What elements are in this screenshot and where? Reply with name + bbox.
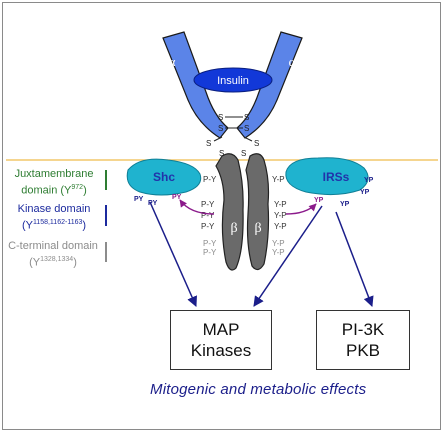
- disulfide-s: S: [219, 149, 224, 158]
- pi3k-pkb-box: PI-3K PKB: [316, 310, 410, 370]
- shc-label: Shc: [153, 170, 175, 184]
- shc-adaptor: [126, 158, 202, 196]
- py-kinase-left: P-Y: [201, 211, 215, 220]
- disulfide-s: S: [218, 124, 223, 133]
- disulfide-s: S: [218, 113, 223, 122]
- shc-recruitment-arrow: [179, 199, 215, 215]
- insulin-ligand: [193, 67, 273, 93]
- beta-subunit-right: [245, 153, 270, 271]
- yp-juxta-right: Y-P: [272, 175, 285, 184]
- cterminal-line1: C-terminal domain: [8, 240, 98, 252]
- beta-label-right: β: [254, 221, 261, 236]
- phospho-tyrosines: P-Y Y-P P-Y P-Y P-Y Y-P Y-P Y-P P-Y P-Y …: [201, 175, 287, 257]
- juxtamembrane-domain-label: Juxtamembrane domain (Y972): [8, 168, 100, 198]
- map-line1: MAP: [202, 320, 240, 339]
- juxtamembrane-line2: domain (Y972): [21, 184, 87, 197]
- irs-to-map-arrow: [253, 205, 323, 307]
- alpha-label-right: α: [289, 54, 296, 69]
- shc-py: PY: [148, 200, 158, 207]
- map-line2: Kinases: [190, 341, 252, 360]
- beta-label-left: β: [230, 221, 237, 236]
- disulfide-bonds: S S S S S S S S: [206, 113, 259, 158]
- map-kinases-box: MAP Kinases: [170, 310, 272, 370]
- cterminal-line2: (Y1328,1334): [29, 256, 77, 269]
- disulfide-s: S: [244, 113, 249, 122]
- kinase-domain-label: Kinase domain (Y1158,1162-1163): [8, 203, 100, 233]
- py-kinase-left: P-Y: [201, 222, 215, 231]
- juxtamembrane-line1: Juxtamembrane: [14, 168, 94, 180]
- irs-yp: YP: [364, 177, 374, 184]
- cterminal-domain-label: C-terminal domain (Y1328,1334): [4, 240, 102, 270]
- irs-label: IRSs: [323, 170, 350, 184]
- effects-caption: Mitogenic and metabolic effects: [150, 381, 367, 398]
- yp-kinase-right: Y-P: [274, 222, 287, 231]
- py-cterm-left: P-Y: [203, 248, 217, 257]
- insulin-label: Insulin: [217, 75, 249, 87]
- irs-recruitment-arrow: [285, 203, 317, 215]
- pi3k-line1: PI-3K: [341, 320, 385, 339]
- yp-kinase-right: Y-P: [274, 211, 287, 220]
- disulfide-s: S: [206, 139, 211, 148]
- irs-to-pi3k-arrow: [335, 211, 374, 307]
- irs-yp: YP: [314, 197, 324, 204]
- kinase-line1: Kinase domain: [17, 203, 91, 215]
- disulfide-s: S: [254, 139, 259, 148]
- yp-cterm-right: Y-P: [272, 248, 285, 257]
- py-juxta-left: P-Y: [203, 175, 217, 184]
- shc-py: PY: [172, 194, 182, 201]
- shc-to-map-arrow: [149, 201, 197, 307]
- py-kinase-left: P-Y: [201, 200, 215, 209]
- alpha-label-left: α: [169, 54, 176, 69]
- shc-py: PY: [134, 196, 144, 203]
- kinase-line2: (Y1158,1162-1163): [21, 219, 87, 232]
- pi3k-line2: PKB: [345, 341, 381, 360]
- yp-cterm-right: Y-P: [272, 239, 285, 248]
- irs-adaptor: [285, 157, 369, 196]
- disulfide-s: S: [244, 124, 249, 133]
- beta-subunit-left: [215, 153, 244, 271]
- irs-yp: YP: [360, 189, 370, 196]
- yp-kinase-right: Y-P: [274, 200, 287, 209]
- py-cterm-left: P-Y: [203, 239, 217, 248]
- irs-yp: YP: [340, 201, 350, 208]
- disulfide-s: S: [241, 149, 246, 158]
